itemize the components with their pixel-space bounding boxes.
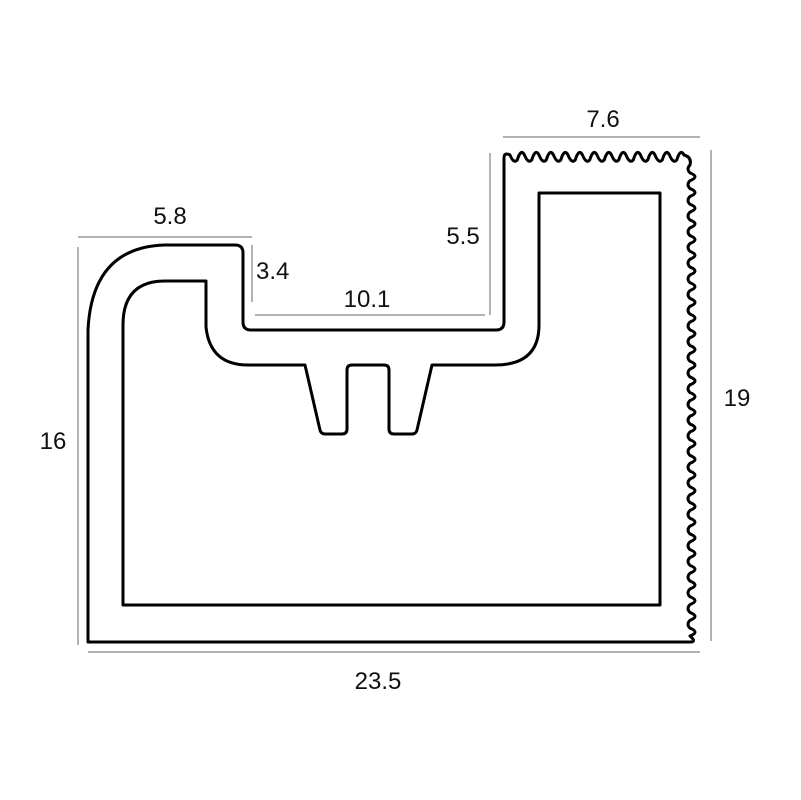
label-5-8: 5.8 xyxy=(153,203,186,230)
label-19: 19 xyxy=(724,385,751,412)
dimension-labels: 5.8 3.4 10.1 5.5 7.6 19 16 23.5 xyxy=(40,106,751,695)
label-16: 16 xyxy=(40,428,67,455)
inner-profile-outline xyxy=(121,191,662,607)
label-3-4: 3.4 xyxy=(256,258,289,285)
label-7-6: 7.6 xyxy=(586,106,619,133)
label-5-5: 5.5 xyxy=(446,223,479,250)
label-23-5: 23.5 xyxy=(355,668,402,695)
dimension-lines xyxy=(77,136,712,653)
outer-profile-outline xyxy=(86,150,697,644)
label-10-1: 10.1 xyxy=(344,286,391,313)
